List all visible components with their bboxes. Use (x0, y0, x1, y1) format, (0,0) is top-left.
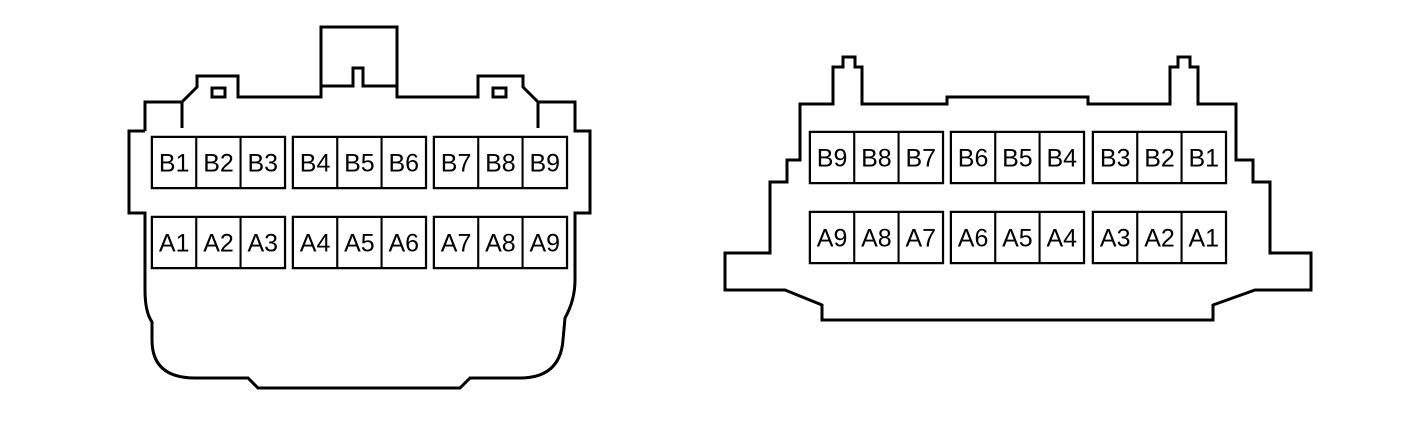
right-connector-pin-label-a8: A8 (861, 225, 892, 253)
right-connector-pin-label-a6: A6 (958, 225, 989, 253)
left-connector-pin-label-a1: A1 (159, 230, 190, 258)
left-connector-pin-cell-a1 (151, 216, 198, 269)
right-connector-pin-label-a4: A4 (1047, 225, 1078, 253)
left-connector-pin-cell-b1 (151, 136, 198, 189)
right-connector-pin-label-a2: A2 (1144, 225, 1175, 253)
left-connector-pin-label-a5: A5 (344, 230, 375, 258)
right-connector-pin-cell-a6 (950, 211, 997, 264)
left-center-tab (321, 66, 397, 88)
left-connector-pin-cell-a7 (433, 216, 480, 269)
left-connector-pin-cell-b6 (380, 136, 427, 189)
left-connector-pin-label-b8: B8 (485, 150, 516, 178)
left-connector-pin-label-a8: A8 (485, 230, 516, 258)
right-connector-pin-label-b1: B1 (1189, 145, 1220, 173)
left-connector-pin-label-a4: A4 (300, 230, 331, 258)
left-connector-pin-label-b6: B6 (389, 150, 420, 178)
left-connector-pin-cell-a4 (292, 216, 339, 269)
left-connector-pin-cell-a6 (380, 216, 427, 269)
right-connector-pin-label-b5: B5 (1002, 145, 1033, 173)
left-connector-pin-label-a9: A9 (530, 230, 561, 258)
right-connector-pin-label-a1: A1 (1189, 225, 1220, 253)
left-connector-pin-cell-b9 (521, 136, 568, 189)
right-connector-pin-label-b7: B7 (906, 145, 937, 173)
right-connector-pin-label-a3: A3 (1100, 225, 1131, 253)
right-connector-pin-cell-a4 (1038, 211, 1085, 264)
left-connector-pin-label-a6: A6 (389, 230, 420, 258)
right-connector-pin-cell-a7 (897, 211, 944, 264)
left-connector-pin-label-a7: A7 (441, 230, 472, 258)
left-latch-slot-2 (491, 86, 508, 99)
left-housing-outline (127, 25, 592, 390)
right-connector-housing (723, 55, 1313, 322)
right-connector-pin-label-a5: A5 (1002, 225, 1033, 253)
right-connector-pin-cell-b7 (897, 131, 944, 184)
left-connector-pin-cell-a5 (336, 216, 383, 269)
left-connector-pin-cell-b4 (292, 136, 339, 189)
left-connector-pin-label-b9: B9 (530, 150, 561, 178)
left-connector-housing (127, 25, 592, 390)
left-connector-pin-label-b7: B7 (441, 150, 472, 178)
right-connector-pin-label-a7: A7 (906, 225, 937, 253)
right-housing-outline (723, 55, 1313, 322)
left-connector-pin-cell-a8 (477, 216, 524, 269)
left-connector-pin-label-b3: B3 (248, 150, 279, 178)
right-connector-pin-label-a9: A9 (817, 225, 848, 253)
left-connector-pin-cell-b2 (195, 136, 242, 189)
left-connector-pin-label-b4: B4 (300, 150, 331, 178)
right-connector-pin-label-b2: B2 (1144, 145, 1175, 173)
left-connector-pin-cell-b5 (336, 136, 383, 189)
right-connector-pin-label-b8: B8 (861, 145, 892, 173)
left-connector-pin-label-a3: A3 (248, 230, 279, 258)
right-connector-pin-cell-b8 (853, 131, 900, 184)
right-connector-pin-label-b3: B3 (1100, 145, 1131, 173)
right-connector-pin-label-b9: B9 (817, 145, 848, 173)
left-connector-pin-cell-b3 (239, 136, 286, 189)
left-connector-pin-label-b1: B1 (159, 150, 190, 178)
right-connector-pin-cell-b2 (1136, 131, 1183, 184)
right-connector-pin-cell-b6 (950, 131, 997, 184)
right-connector-pin-cell-b1 (1180, 131, 1227, 184)
right-connector-pin-cell-a8 (853, 211, 900, 264)
left-connector-pin-label-b2: B2 (203, 150, 234, 178)
left-latch-slot-1 (210, 86, 227, 99)
left-connector-pin-label-a2: A2 (203, 230, 234, 258)
right-connector-pin-cell-a3 (1092, 211, 1139, 264)
right-connector-pin-cell-b4 (1038, 131, 1085, 184)
left-connector-pin-label-b5: B5 (344, 150, 375, 178)
right-connector-pin-label-b6: B6 (958, 145, 989, 173)
left-connector-pin-cell-a3 (239, 216, 286, 269)
left-connector-pin-cell-a9 (521, 216, 568, 269)
right-connector-pin-cell-a1 (1180, 211, 1227, 264)
right-connector-pin-label-b4: B4 (1047, 145, 1078, 173)
